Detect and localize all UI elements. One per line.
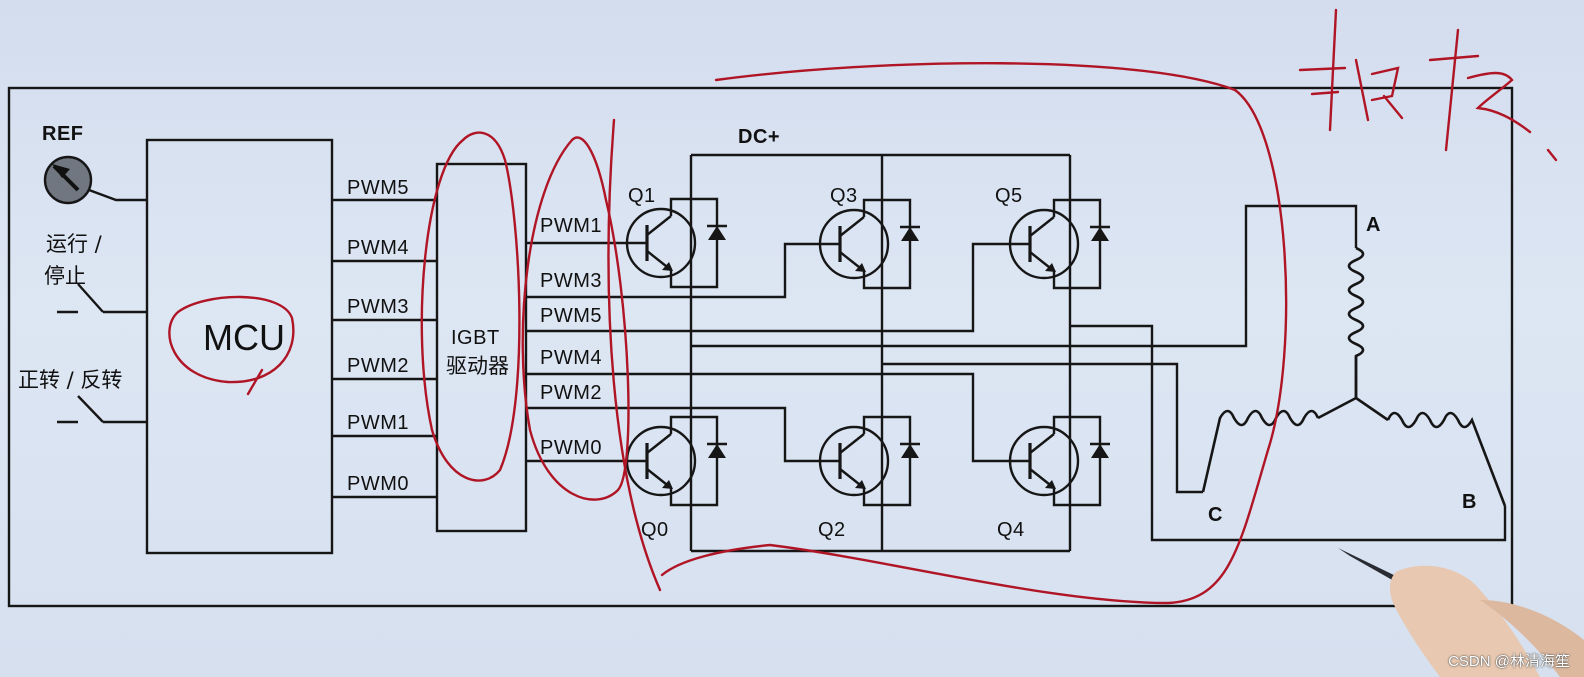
phase-label-b: B — [1462, 491, 1477, 513]
presenter-hand — [1338, 548, 1584, 677]
run-stop-label-2: 停止 — [44, 264, 86, 288]
ink-ellipse-signals — [521, 136, 630, 501]
phase-label-c: C — [1208, 504, 1223, 526]
transistor-q0 — [625, 415, 729, 507]
transistor-label-q4: Q4 — [997, 519, 1025, 541]
transistor-q4 — [1008, 415, 1112, 507]
driver-output-label: PWM1 — [540, 215, 602, 237]
watermark: CSDN @林清海笙 — [1448, 653, 1570, 670]
driver-output-label: PWM5 — [540, 305, 602, 327]
mcu-output-label: PWM4 — [347, 237, 409, 259]
transistor-q5 — [1008, 198, 1112, 290]
ink-loop-bridge — [660, 61, 1288, 605]
red-ink-annotations — [168, 8, 1558, 605]
driver-output-label: PWM2 — [540, 382, 602, 404]
phase-output-lines — [691, 204, 1507, 542]
driver-label-2: 驱动器 — [446, 354, 509, 378]
ink-note-b — [1428, 28, 1558, 162]
driver-output-label: PWM4 — [540, 347, 602, 369]
transistor-label-q2: Q2 — [818, 519, 846, 541]
transistor-label-q5: Q5 — [995, 185, 1023, 207]
igbt-driver-box — [435, 162, 528, 533]
transistor-label-q1: Q1 — [628, 185, 656, 207]
coil-c — [1201, 409, 1320, 493]
mcu-output-label: PWM0 — [347, 473, 409, 495]
run-stop-label-1: 运行 / — [46, 232, 102, 256]
ink-ellipse-driver — [420, 131, 521, 482]
ink-stroke-left — [607, 118, 662, 592]
transistor-q2 — [818, 415, 922, 507]
driver-label-1: IGBT — [451, 327, 500, 349]
mcu-output-label: PWM5 — [347, 177, 409, 199]
coil-b — [1386, 411, 1507, 507]
mcu-box — [145, 138, 334, 555]
transistor-q1 — [625, 197, 729, 289]
mcu-output-label: PWM1 — [347, 412, 409, 434]
fwd-rev-label: 正转 / 反转 — [18, 368, 123, 392]
transistor-label-q0: Q0 — [641, 519, 669, 541]
phase-label-a: A — [1366, 214, 1381, 236]
fwd-rev-switch — [57, 395, 147, 424]
motor-coils — [1201, 246, 1507, 507]
dc-rails — [689, 153, 1072, 553]
mcu-label: MCU — [203, 317, 285, 358]
ink-circle-mcu — [168, 295, 295, 396]
driver-output-label: PWM3 — [540, 270, 602, 292]
ref-knob-icon — [43, 155, 147, 205]
transistor-label-q3: Q3 — [830, 185, 858, 207]
transistor-q3 — [818, 198, 922, 290]
mcu-output-lines — [332, 198, 437, 499]
mcu-output-label: PWM2 — [347, 355, 409, 377]
driver-output-label: PWM0 — [540, 437, 602, 459]
dc-plus-label: DC+ — [738, 126, 781, 148]
run-stop-switch — [57, 283, 147, 314]
mcu-output-label: PWM3 — [347, 296, 409, 318]
outer-frame — [7, 86, 1514, 608]
driver-output-lines — [526, 241, 1010, 463]
ink-note-a — [1298, 8, 1404, 132]
coil-a — [1347, 246, 1365, 398]
ref-label: REF — [42, 123, 84, 145]
